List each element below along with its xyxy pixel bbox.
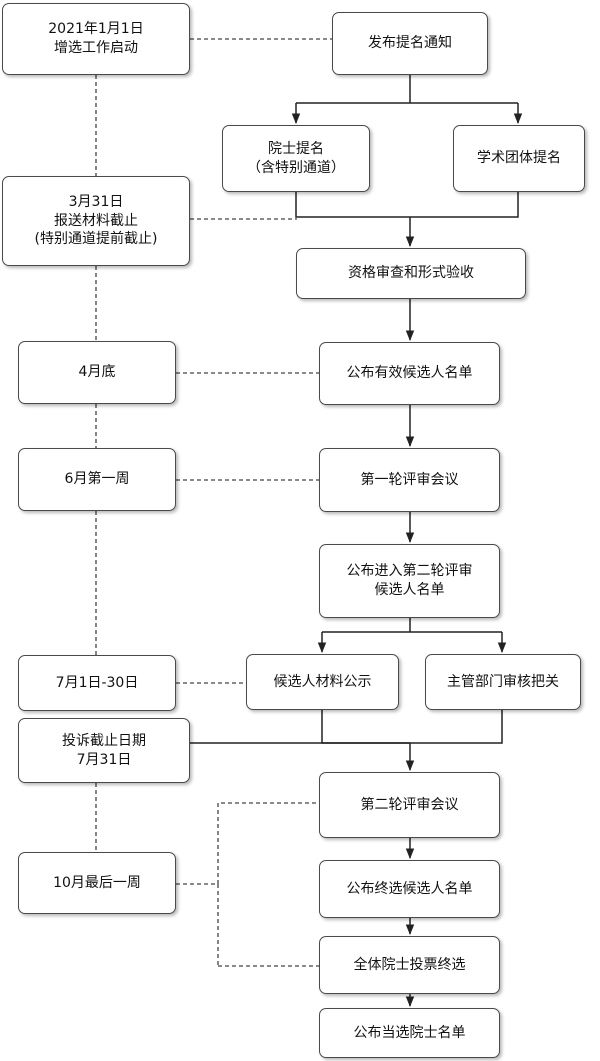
step-final-candidates: 公布终选候选人名单 — [319, 860, 500, 918]
step-material-publicity: 候选人材料公示 — [246, 654, 399, 710]
step-qualification-review-text: 资格审查和形式验收 — [348, 265, 474, 282]
step-department-check: 主管部门审核把关 — [425, 654, 581, 710]
step-elected-text: 公布当选院士名单 — [353, 1024, 466, 1041]
step-second-review: 第二轮评审会议 — [319, 772, 500, 838]
step-vote: 全体院士投票终选 — [319, 936, 500, 994]
step-society-nomination-text: 学术团体提名 — [477, 150, 561, 167]
step-valid-candidates: 公布有效候选人名单 — [319, 342, 500, 405]
step-department-check-text: 主管部门审核把关 — [447, 673, 559, 690]
step-second-round-list: 公布进入第二轮评审 候选人名单 — [319, 544, 500, 618]
timeline-start-text: 2021年1月1日 增选工作启动 — [48, 21, 144, 56]
step-elected: 公布当选院士名单 — [319, 1008, 500, 1058]
step-second-round-list-text: 公布进入第二轮评审 候选人名单 — [346, 563, 473, 598]
step-second-review-text: 第二轮评审会议 — [360, 796, 459, 813]
step-first-review: 第一轮评审会议 — [319, 448, 500, 512]
step-society-nomination: 学术团体提名 — [453, 125, 585, 192]
timeline-complaint-deadline-text: 投诉截止日期 7月31日 — [62, 732, 146, 768]
step-material-publicity-text: 候选人材料公示 — [273, 673, 372, 690]
timeline-october-text: 10月最后一周 — [53, 874, 141, 891]
timeline-material-deadline-text: 3月31日 报送材料截止 (特别通道提前截止) — [34, 193, 158, 248]
step-qualification-review: 资格审查和形式验收 — [296, 248, 526, 299]
timeline-end-april-text: 4月底 — [78, 364, 116, 381]
timeline-july: 7月1日-30日 — [18, 655, 176, 711]
timeline-june-week1: 6月第一周 — [18, 448, 176, 511]
timeline-july-text: 7月1日-30日 — [55, 674, 139, 691]
step-notice: 发布提名通知 — [332, 12, 488, 75]
step-academician-nomination-text: 院士提名 （含特别通道） — [247, 140, 345, 176]
timeline-june-week1-text: 6月第一周 — [64, 471, 130, 488]
timeline-october: 10月最后一周 — [18, 852, 176, 914]
step-vote-text: 全体院士投票终选 — [353, 956, 466, 973]
step-notice-text: 发布提名通知 — [368, 35, 452, 52]
timeline-start: 2021年1月1日 增选工作启动 — [2, 3, 190, 75]
step-valid-candidates-text: 公布有效候选人名单 — [346, 365, 473, 382]
step-final-candidates-text: 公布终选候选人名单 — [346, 880, 473, 897]
timeline-links — [176, 38, 332, 967]
timeline-end-april: 4月底 — [18, 341, 176, 404]
step-academician-nomination: 院士提名 （含特别通道） — [222, 125, 370, 192]
process-flow — [190, 75, 523, 1008]
step-first-review-text: 第一轮评审会议 — [360, 471, 459, 488]
timeline-complaint-deadline: 投诉截止日期 7月31日 — [18, 718, 190, 783]
timeline-material-deadline: 3月31日 报送材料截止 (特别通道提前截止) — [2, 176, 190, 266]
